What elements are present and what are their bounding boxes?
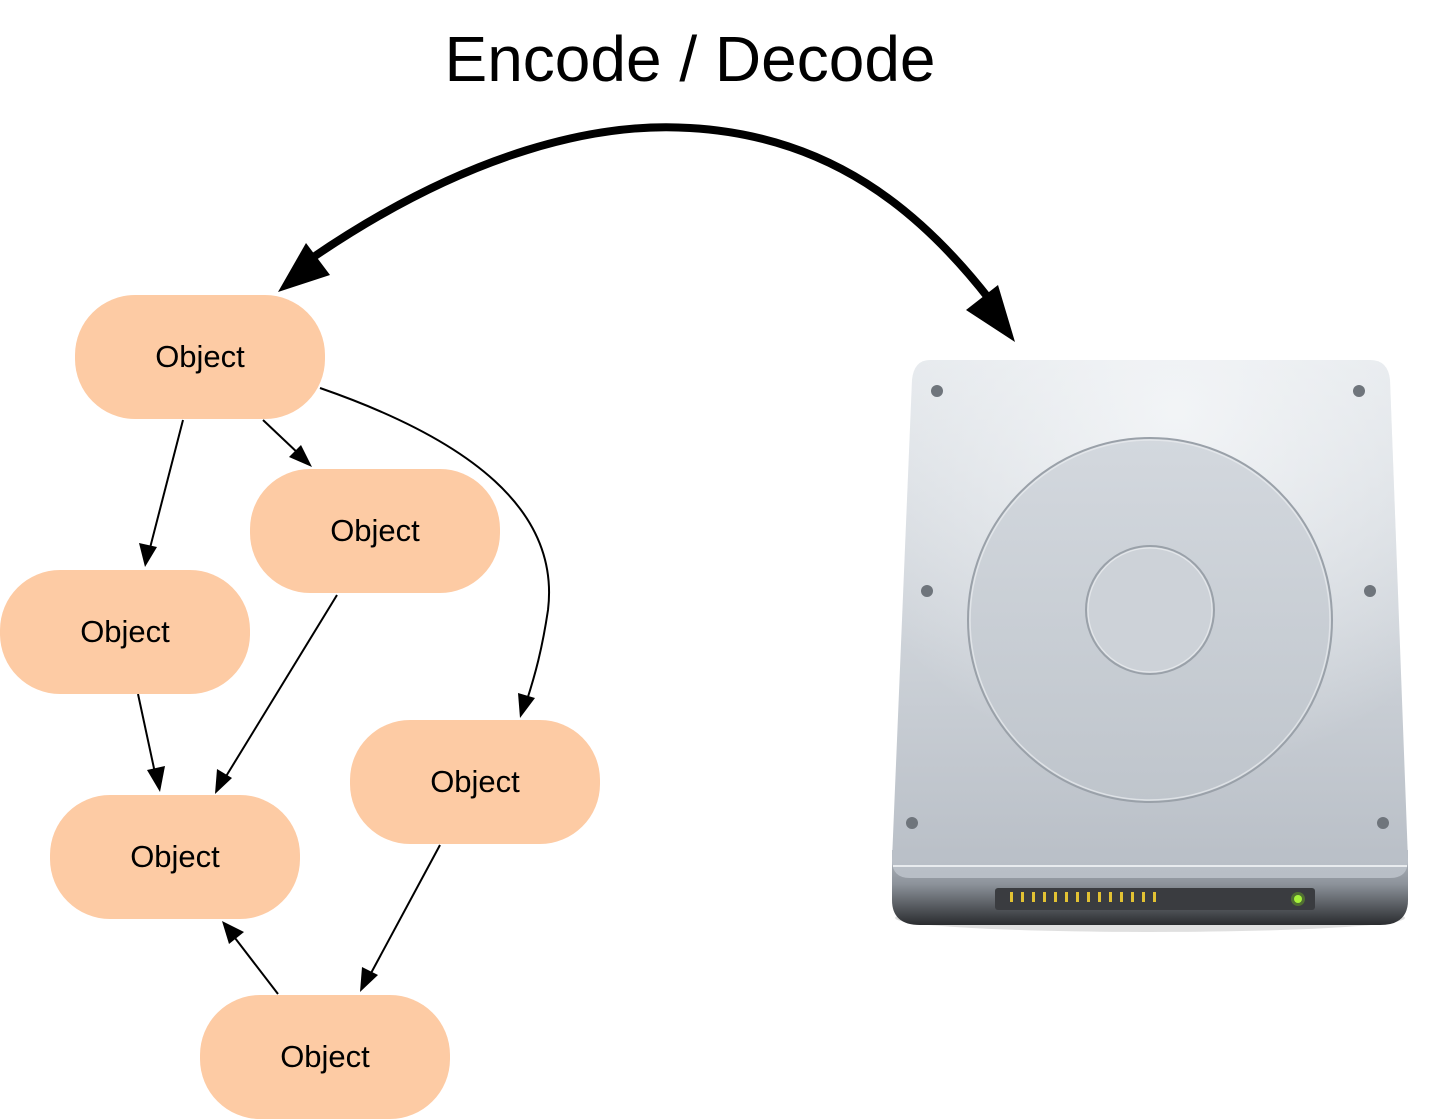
edge-n6-n5 xyxy=(234,937,279,995)
edge-n1-n4 xyxy=(319,387,551,701)
arrowhead-icon xyxy=(215,769,232,794)
edge-n3-n5 xyxy=(137,693,156,774)
arrowhead-icon xyxy=(147,766,165,792)
arrowhead-left-icon xyxy=(278,243,330,292)
edge-n4-n6 xyxy=(369,844,441,976)
object-node: Object xyxy=(75,295,325,419)
arrowhead-icon xyxy=(139,543,157,567)
arrowhead-icon xyxy=(222,921,244,944)
encode-decode-arrow xyxy=(309,123,994,303)
object-node: Object xyxy=(50,795,300,919)
arrowhead-icon xyxy=(289,445,312,467)
arrowhead-icon xyxy=(518,693,535,718)
object-node: Object xyxy=(350,720,600,844)
node-label: Object xyxy=(130,839,220,874)
edge-n1-n3 xyxy=(149,419,184,549)
graph-arrowheads xyxy=(139,445,535,992)
graph-edges xyxy=(137,387,551,995)
node-label: Object xyxy=(430,764,520,799)
node-label: Object xyxy=(155,339,245,374)
node-label: Object xyxy=(80,614,170,649)
node-label: Object xyxy=(330,513,420,548)
hard-drive-icon xyxy=(892,360,1408,932)
arrowhead-right-icon xyxy=(966,285,1015,342)
diagram-title: Encode / Decode xyxy=(444,23,936,95)
object-node: Object xyxy=(250,469,500,593)
object-node: Object xyxy=(0,570,250,694)
edge-n2-n5 xyxy=(224,594,338,779)
object-node: Object xyxy=(200,995,450,1119)
node-label: Object xyxy=(280,1039,370,1074)
arrowhead-icon xyxy=(360,967,378,992)
edge-n1-n2 xyxy=(262,419,301,456)
